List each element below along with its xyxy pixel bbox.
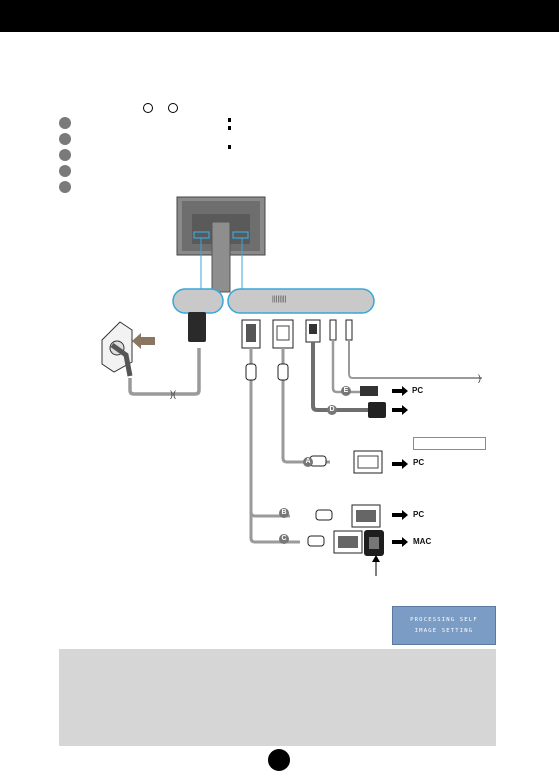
page-number-dot-icon xyxy=(268,749,290,771)
bullet-1 xyxy=(59,117,71,129)
dvi-plug-top xyxy=(272,319,294,349)
ring-marker-1 xyxy=(143,103,153,113)
cable-c xyxy=(249,400,300,544)
bullet-2 xyxy=(59,133,71,145)
bullet-3 xyxy=(59,149,71,161)
marker-e: E xyxy=(341,386,351,396)
ring-marker-2 xyxy=(168,103,178,113)
marker-a: A xyxy=(303,457,313,467)
power-plug xyxy=(188,312,206,342)
header-bar xyxy=(0,0,559,32)
bullet-5 xyxy=(59,181,71,193)
bullet-4 xyxy=(59,165,71,177)
power-port-callout xyxy=(172,288,224,314)
cable-e xyxy=(331,340,360,394)
svg-text:): ) xyxy=(478,373,481,383)
audio-cable xyxy=(348,340,482,379)
power-cable xyxy=(128,348,201,396)
osd-message-box: PROCESSING SELF IMAGE SETTING xyxy=(392,606,496,645)
audio-jack-e xyxy=(360,386,378,396)
power-outlet-icon xyxy=(101,321,133,377)
pc-label-3: PC xyxy=(413,510,425,519)
marker-d: D xyxy=(327,405,337,415)
small-mark-2 xyxy=(228,126,231,130)
monitor-rear-illustration xyxy=(176,196,266,293)
marker-c: C xyxy=(279,534,289,544)
cable-d xyxy=(311,342,368,412)
small-mark-1 xyxy=(228,118,231,122)
signal-ports-callout xyxy=(227,288,375,314)
arrow-right-icon xyxy=(392,386,408,547)
port-markings: |||||||| xyxy=(272,296,287,303)
marker-b: B xyxy=(279,508,289,518)
small-mark-3 xyxy=(228,145,231,149)
note-panel xyxy=(59,649,496,746)
pc-label-2: PC xyxy=(413,458,425,467)
plug-in-arrow xyxy=(132,333,155,349)
svg-text:)(: )( xyxy=(170,389,176,399)
plug-d xyxy=(368,402,386,418)
osd-line-1: PROCESSING SELF xyxy=(410,617,478,623)
note-box xyxy=(413,437,486,450)
cable-a xyxy=(281,348,330,464)
osd-line-2: IMAGE SETTING xyxy=(414,628,474,634)
pc-label-1: PC xyxy=(412,386,424,395)
mac-label: MAC xyxy=(413,537,432,546)
